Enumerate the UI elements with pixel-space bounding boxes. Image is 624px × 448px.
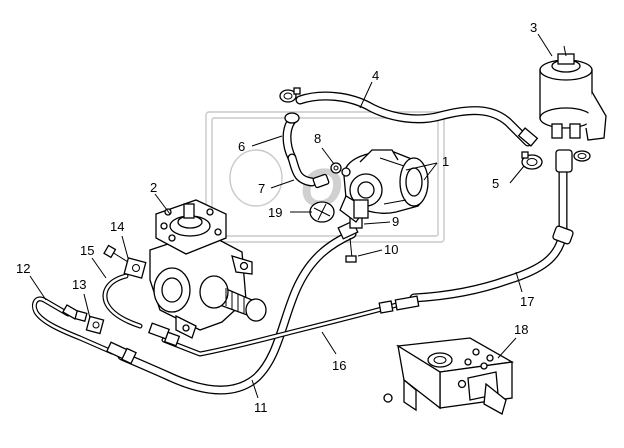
fitting-14 [103,244,147,279]
fitting-8 [312,162,351,189]
nut-13 [74,310,105,335]
pipe-12 [31,296,115,355]
callout-18: 18 [514,322,528,337]
callout-3: 3 [530,20,537,35]
fittings [62,213,420,365]
callout-5: 5 [492,176,499,191]
hose-11 [117,229,357,395]
hose-17 [409,165,574,303]
callout-12: 12 [16,261,30,276]
callout-7: 7 [258,181,265,196]
callout-14: 14 [110,219,124,234]
callout-9: 9 [392,214,399,229]
power-steering-pump-1 [339,149,429,223]
clamp-upper [279,87,301,124]
clamp-5 [521,150,591,170]
pipe-15 [102,273,143,329]
callout-16: 16 [332,358,346,373]
cap-19 [309,201,335,223]
callout-13: 13 [72,277,86,292]
hose-7 [287,153,317,187]
callout-17: 17 [520,294,534,309]
callout-19: 19 [268,205,282,220]
callout-6: 6 [238,139,245,154]
callout-1: 1 [442,154,449,169]
bolt-10 [345,237,357,263]
bracket-18 [383,337,514,415]
callout-10: 10 [384,242,398,257]
callout-labels: 1 2 3 4 5 6 7 8 9 10 11 12 13 14 15 16 1… [16,20,537,415]
hose-6 [282,113,299,163]
steering-gear-2 [149,199,267,339]
pipe-16 [161,301,403,357]
callout-8: 8 [314,131,321,146]
callout-2: 2 [150,180,157,195]
leader-lines [29,33,553,399]
callout-15: 15 [80,243,94,258]
hose-4 [295,91,539,147]
callout-11: 11 [254,400,268,415]
reservoir-3 [539,45,607,173]
callout-4: 4 [372,68,379,83]
